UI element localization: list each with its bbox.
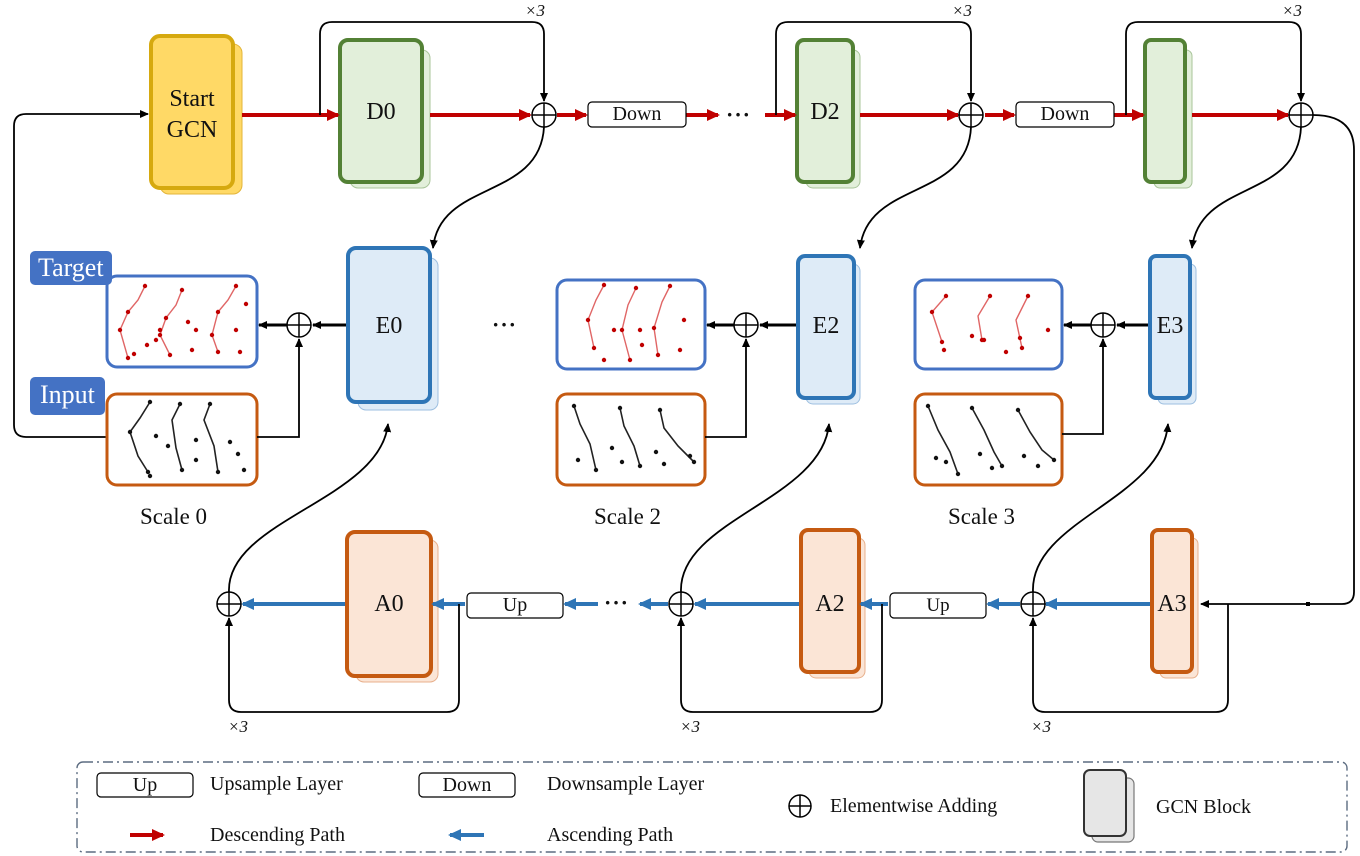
ellipsis-middle: ···	[492, 312, 518, 337]
e0-block	[346, 246, 439, 411]
target-panel-scale-2	[555, 278, 707, 371]
legend-desc-text: Descending Path	[210, 824, 345, 846]
ellipsis-top: ···	[726, 102, 752, 127]
repeat-label-top-0: ×3	[525, 1, 545, 20]
d0-label: D0	[366, 99, 396, 125]
adder-bottom-3	[1020, 591, 1046, 617]
repeat-label-bottom-2: ×3	[680, 717, 700, 736]
e3-label: E3	[1156, 313, 1184, 339]
a0-block	[345, 530, 439, 683]
input-joints	[127, 399, 1057, 479]
legend-asc-text: Ascending Path	[547, 824, 674, 846]
adder-mid-2	[733, 312, 759, 338]
a2-label: A2	[815, 591, 845, 617]
d2-block	[795, 38, 861, 189]
legend-gcn-block	[1083, 769, 1135, 843]
d0-block	[338, 38, 431, 189]
bottleneck-connector	[1200, 114, 1355, 608]
skip-connections-bottom	[225, 604, 1229, 713]
skip-connections-top	[319, 21, 1305, 115]
target-panel-scale-0	[105, 274, 259, 369]
input-panel-scale-0	[105, 392, 259, 487]
input-skeletons	[129, 401, 1055, 475]
target-panel-scale-3	[913, 278, 1064, 371]
legend-frame	[76, 761, 1348, 853]
a2-block	[799, 528, 866, 679]
legend-down-text: Downsample Layer	[547, 773, 705, 795]
adder-bottom-2	[668, 591, 694, 617]
target-joints	[117, 282, 1051, 363]
repeat-label-top-3: ×3	[1282, 1, 1302, 20]
e2-block	[796, 254, 861, 405]
e2-label: E2	[812, 313, 840, 339]
legend-up-box-label: Up	[132, 774, 158, 796]
input-to-adder-connectors	[257, 338, 1107, 438]
d2-label: D2	[810, 99, 840, 125]
start-gcn-label: Start GCN	[166, 86, 218, 144]
e3-block	[1148, 254, 1197, 405]
adder-mid-3	[1090, 312, 1116, 338]
repeat-label-top-2: ×3	[952, 1, 972, 20]
adder-mid-0	[286, 312, 312, 338]
scale-3-label: Scale 3	[948, 504, 1016, 529]
down-layer-label-1: Down	[612, 103, 662, 125]
d3-block	[1143, 38, 1193, 189]
up-layer-label-2: Up	[926, 595, 950, 616]
legend-add-text: Elementwise Adding	[830, 795, 998, 817]
adder-top-2	[958, 102, 984, 128]
repeat-label-bottom-3: ×3	[1031, 717, 1051, 736]
legend-up-box	[96, 772, 194, 798]
ellipsis-bottom: ···	[604, 590, 630, 615]
legend-gcn-text: GCN Block	[1156, 796, 1251, 818]
down-layer-box-1	[587, 101, 687, 128]
legend-down-box	[418, 772, 516, 798]
e0-label: E0	[375, 313, 403, 339]
scale-0-label: Scale 0	[140, 504, 208, 529]
down-layer-label-2: Down	[1040, 103, 1090, 125]
input-tag: Input	[30, 377, 105, 415]
a0-label: A0	[374, 591, 404, 617]
adder-to-panel-curves	[228, 423, 1172, 593]
down-layer-box-2	[1015, 101, 1115, 128]
repeat-label-bottom-0: ×3	[228, 717, 248, 736]
adder-to-encoder-curves	[429, 126, 1302, 249]
input-to-start-connector	[13, 110, 149, 438]
a3-block	[1150, 528, 1199, 679]
adder-top-0	[531, 102, 557, 128]
legend-down-box-label: Down	[442, 774, 492, 796]
legend-up-text: Upsample Layer	[210, 773, 343, 795]
a3-label: A3	[1157, 591, 1187, 617]
adder-top-3	[1288, 102, 1314, 128]
scale-2-label: Scale 2	[594, 504, 662, 529]
start-gcn-block	[149, 34, 243, 195]
up-layer-label-1: Up	[502, 594, 528, 616]
target-tag: Target	[30, 251, 112, 285]
legend-add-symbol	[788, 794, 812, 818]
adder-bottom-0	[216, 591, 242, 617]
